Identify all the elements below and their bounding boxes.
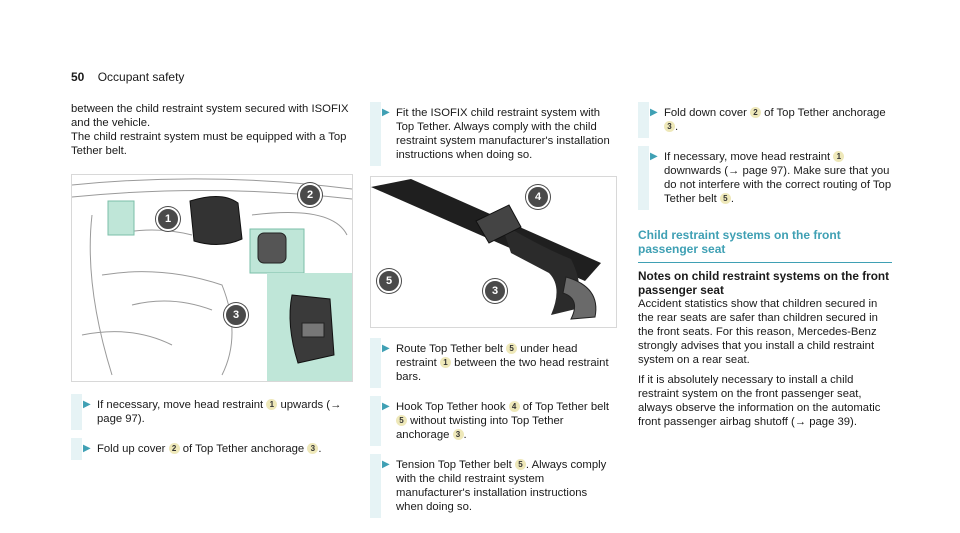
callout-5: 5 (377, 269, 401, 293)
badge-5: 5 (719, 193, 731, 204)
notes-paragraph-1: Accident statistics show that children s… (638, 298, 878, 366)
callout-1: 1 (156, 207, 180, 231)
notes-paragraph-2: If it is absolutely necessary to install… (638, 374, 881, 428)
badge-5: 5 (514, 459, 526, 470)
play-arrow-icon: ▶ (83, 443, 91, 454)
step-hook-tether: ▶ Hook Top Tether hook 4 of Top Tether b… (370, 396, 615, 446)
section-title: Child restraint systems on the front pas… (638, 228, 892, 263)
intro-paragraph: between the child restraint system secur… (71, 103, 349, 129)
badge-2: 2 (168, 443, 180, 454)
column-3: ▶ Fold down cover 2 of Top Tether anchor… (638, 102, 892, 429)
step-route-belt: ▶ Route Top Tether belt 5 under head res… (370, 338, 615, 388)
callout-2: 2 (298, 183, 322, 207)
page-number: 50 (71, 70, 85, 84)
step-fold-up-cover: ▶ Fold up cover 2 of Top Tether anchorag… (71, 438, 353, 460)
intro-paragraph-2: The child restraint system must be equip… (71, 131, 347, 157)
step-fold-down-cover: ▶ Fold down cover 2 of Top Tether anchor… (638, 102, 892, 138)
section-name: Occupant safety (97, 70, 185, 84)
badge-5: 5 (396, 415, 407, 426)
notes-title: Notes on child restraint systems on the … (638, 269, 890, 297)
play-arrow-icon: ▶ (382, 343, 390, 354)
badge-1: 1 (833, 151, 845, 162)
step-raise-headrest: ▶ If necessary, move head restraint 1 up… (71, 394, 353, 430)
play-arrow-icon: ▶ (83, 399, 91, 410)
step-lower-headrest: ▶ If necessary, move head restraint 1 do… (638, 146, 892, 210)
badge-1: 1 (439, 357, 451, 368)
badge-4: 4 (508, 401, 520, 412)
badge-1: 1 (266, 399, 278, 410)
badge-3: 3 (307, 443, 319, 454)
headrest-figure: 1 2 3 (71, 174, 353, 382)
column-2: ▶ Fit the ISOFIX child restraint system … (370, 102, 617, 526)
play-arrow-icon: ▶ (650, 107, 658, 118)
play-arrow-icon: ▶ (650, 151, 658, 162)
badge-3: 3 (452, 429, 464, 440)
callout-4: 4 (526, 185, 550, 209)
play-arrow-icon: ▶ (382, 459, 390, 470)
tether-illustration (371, 179, 601, 320)
callout-3b: 3 (483, 279, 507, 303)
play-arrow-icon: ▶ (382, 107, 390, 118)
step-tension-belt: ▶ Tension Top Tether belt 5. Always comp… (370, 454, 615, 518)
badge-3: 3 (664, 121, 675, 132)
headrest-illustration (72, 178, 352, 381)
step-fit-isofix: ▶ Fit the ISOFIX child restraint system … (370, 102, 615, 166)
tether-figure: 4 5 3 (370, 176, 617, 328)
column-1: between the child restraint system secur… (71, 102, 353, 468)
play-arrow-icon: ▶ (382, 401, 390, 412)
badge-2: 2 (750, 107, 762, 118)
page-header: 50 Occupant safety (71, 70, 184, 84)
badge-5: 5 (506, 343, 518, 354)
callout-3: 3 (224, 303, 248, 327)
